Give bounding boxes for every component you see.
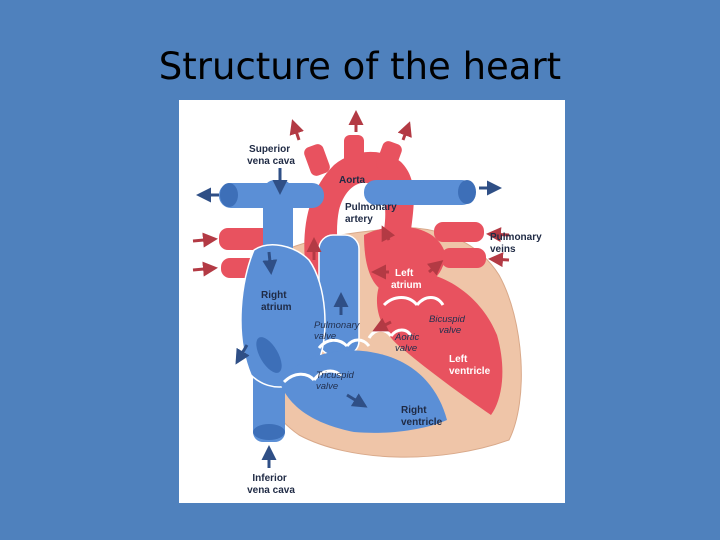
inferior-vena-cava (253, 370, 285, 442)
coronary-sinus (256, 337, 282, 373)
arrow-pulmonary-vein-in-3 (486, 227, 510, 243)
label-left-ventricle: Left ventricle (449, 354, 491, 377)
aorta-branch-2 (344, 135, 364, 165)
arrow-pulmonary-vein-in-4 (488, 252, 510, 268)
aorta-branch-3 (376, 141, 402, 173)
pulmonary-artery-left (219, 183, 324, 208)
arrow-aorta-1 (289, 119, 304, 141)
label-right-atrium: Right atrium (261, 290, 292, 313)
pulmonary-artery-right (364, 180, 474, 205)
label-pulmonary-veins: Pulmonary veins (490, 232, 544, 255)
arrow-left-ventricle (372, 317, 392, 332)
pulmonary-valve-shape (317, 338, 371, 350)
label-pulmonary-valve: Pulmonary valve (314, 320, 362, 342)
arrow-aorta-3 (397, 121, 412, 141)
label-right-ventricle: Right ventricle (401, 405, 443, 428)
label-tricuspid-valve: Tricuspid valve (316, 370, 356, 392)
arrow-left-atrium-2 (426, 260, 444, 276)
pulmonary-vein-right-1 (434, 222, 484, 242)
left-ventricle-chamber (376, 271, 503, 415)
label-superior-vena-cava: Superior vena cava (247, 144, 295, 167)
pulmonary-artery-left-opening (220, 183, 238, 207)
label-bicuspid-valve: Bicuspid valve (429, 314, 468, 336)
arrow-right-atrium-left (235, 344, 250, 365)
slide-title: Structure of the heart (158, 45, 562, 88)
arrow-pulmonary-vein-in-2 (192, 261, 218, 277)
label-inferior-vena-cava: Inferior vena cava (247, 473, 295, 496)
label-aorta: Aorta (339, 175, 366, 186)
tricuspid-valve-shape (282, 369, 343, 384)
inferior-vena-cava-opening (253, 424, 285, 440)
arrow-pulmonary-vein-in-1 (192, 232, 218, 248)
aorta-branch-1 (304, 144, 330, 176)
heart-diagram: Superior vena cava Aorta Pulmonary arter… (179, 100, 565, 503)
label-aortic-valve: Aortic valve (394, 332, 422, 354)
label-left-atrium: Left atrium (391, 268, 422, 291)
label-pulmonary-artery: Pulmonary artery (345, 202, 399, 225)
right-ventricle-chamber (279, 350, 447, 433)
arrow-right-atrium-down (262, 251, 278, 275)
pulmonary-artery-right-opening (458, 180, 476, 204)
arrow-right-ventricle (346, 393, 368, 408)
pulmonary-vein-right-2 (441, 248, 486, 268)
arrow-aortic-up (381, 225, 396, 243)
bicuspid-valve-shape (382, 296, 445, 307)
